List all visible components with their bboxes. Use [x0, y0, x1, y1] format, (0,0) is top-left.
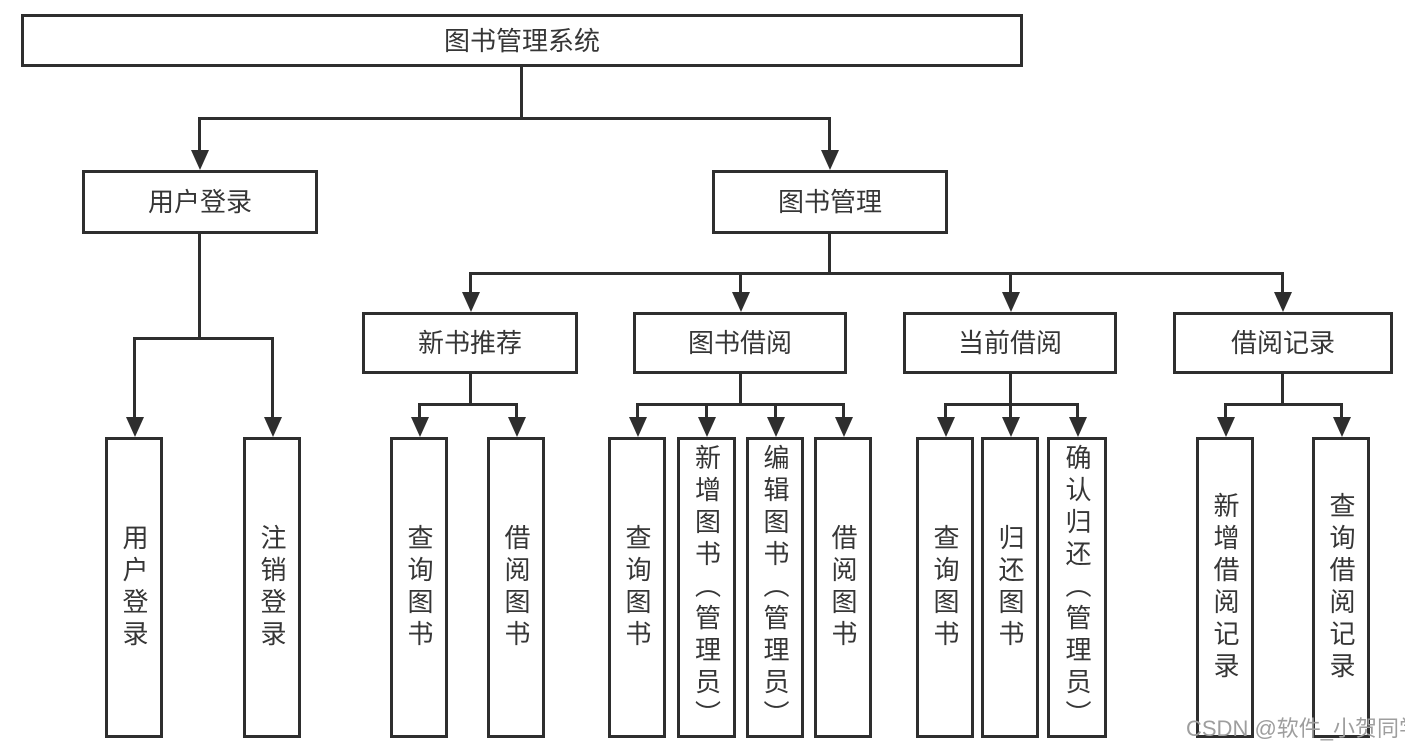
- node-label: 查询图书: [404, 523, 434, 652]
- node-label: 确认归还（管理员）: [1062, 443, 1092, 732]
- arrow-down-icon: [264, 417, 282, 437]
- arrow-down-icon: [508, 417, 526, 437]
- arrow-down-icon: [411, 417, 429, 437]
- leaf-user-login: 用户登录: [105, 437, 163, 738]
- node-new-book-recommendation: 新书推荐: [362, 312, 578, 374]
- connector-line: [469, 272, 1284, 275]
- node-book-management: 图书管理: [712, 170, 948, 234]
- connector-line: [198, 234, 201, 340]
- leaf-query-books-current: 查询图书: [916, 437, 974, 738]
- leaf-query-borrow-record: 查询借阅记录: [1312, 437, 1370, 738]
- node-label: 新书推荐: [417, 328, 522, 358]
- arrow-down-icon: [1069, 417, 1087, 437]
- connector-line: [520, 66, 523, 120]
- node-label: 归还图书: [995, 523, 1025, 652]
- arrow-down-icon: [937, 417, 955, 437]
- connector-line: [198, 117, 201, 153]
- node-label: 图书借阅: [687, 328, 792, 358]
- connector-line: [418, 403, 518, 406]
- connector-line: [944, 403, 947, 419]
- connector-line: [739, 374, 742, 406]
- leaf-return-book: 归还图书: [981, 437, 1039, 738]
- connector-line: [1340, 403, 1343, 419]
- connector-line: [1281, 272, 1284, 294]
- connector-line: [1224, 403, 1343, 406]
- connector-line: [828, 117, 831, 153]
- leaf-borrow-books-borrowing: 借阅图书: [814, 437, 872, 738]
- node-book-borrowing: 图书借阅: [633, 312, 847, 374]
- leaf-logout: 注销登录: [243, 437, 301, 738]
- connector-line: [705, 403, 708, 419]
- node-current-borrowing: 当前借阅: [903, 312, 1117, 374]
- arrow-down-icon: [1217, 417, 1235, 437]
- connector-line: [1281, 374, 1284, 406]
- connector-line: [1009, 374, 1012, 406]
- node-user-login: 用户登录: [82, 170, 318, 234]
- node-label: 图书管理系统: [443, 25, 600, 56]
- arrow-down-icon: [1002, 292, 1020, 312]
- arrow-down-icon: [698, 417, 716, 437]
- connector-line: [469, 272, 472, 294]
- leaf-add-book-admin: 新增图书（管理员）: [677, 437, 736, 738]
- node-label: 用户登录: [119, 523, 149, 652]
- arrow-down-icon: [821, 150, 839, 170]
- leaf-edit-book-admin: 编辑图书（管理员）: [746, 437, 804, 738]
- connector-line: [842, 403, 845, 419]
- node-label: 借阅图书: [828, 523, 858, 652]
- node-label: 查询图书: [930, 523, 960, 652]
- node-label: 用户登录: [147, 187, 252, 217]
- arrow-down-icon: [629, 417, 647, 437]
- leaf-query-books-borrowing: 查询图书: [608, 437, 666, 738]
- connector-line: [774, 403, 777, 419]
- connector-line: [133, 337, 136, 420]
- node-library-management-system: 图书管理系统: [21, 14, 1023, 67]
- connector-line: [133, 337, 274, 340]
- node-label: 查询图书: [622, 523, 652, 652]
- connector-line: [1009, 403, 1012, 419]
- arrow-down-icon: [835, 417, 853, 437]
- connector-line: [636, 403, 639, 419]
- connector-line: [636, 403, 845, 406]
- connector-line: [828, 234, 831, 275]
- connector-line: [418, 403, 421, 419]
- node-label: 图书管理: [777, 187, 882, 217]
- leaf-query-books-recommend: 查询图书: [390, 437, 448, 738]
- arrow-down-icon: [462, 292, 480, 312]
- connector-line: [515, 403, 518, 419]
- watermark: CSDN @软件_小贺同学: [1186, 716, 1405, 741]
- arrow-down-icon: [126, 417, 144, 437]
- connector-line: [271, 337, 274, 420]
- arrow-down-icon: [767, 417, 785, 437]
- arrow-down-icon: [732, 292, 750, 312]
- connector-line: [1076, 403, 1079, 419]
- node-label: 新增图书（管理员）: [691, 443, 722, 732]
- arrow-down-icon: [1002, 417, 1020, 437]
- leaf-add-borrow-record: 新增借阅记录: [1196, 437, 1254, 738]
- node-label: 当前借阅: [957, 328, 1062, 358]
- connector-line: [739, 272, 742, 294]
- node-label: 借阅记录: [1230, 328, 1335, 358]
- connector-line: [198, 117, 831, 120]
- leaf-borrow-books-recommend: 借阅图书: [487, 437, 545, 738]
- arrow-down-icon: [191, 150, 209, 170]
- node-borrowing-records: 借阅记录: [1173, 312, 1393, 374]
- connector-line: [469, 374, 472, 406]
- leaf-confirm-return-admin: 确认归还（管理员）: [1047, 437, 1107, 738]
- connector-line: [1224, 403, 1227, 419]
- node-label: 查询借阅记录: [1326, 491, 1356, 684]
- node-label: 借阅图书: [501, 523, 531, 652]
- arrow-down-icon: [1274, 292, 1292, 312]
- node-label: 编辑图书（管理员）: [760, 443, 790, 732]
- arrow-down-icon: [1333, 417, 1351, 437]
- node-label: 注销登录: [257, 523, 287, 652]
- node-label: 新增借阅记录: [1210, 491, 1240, 684]
- connector-line: [1009, 272, 1012, 294]
